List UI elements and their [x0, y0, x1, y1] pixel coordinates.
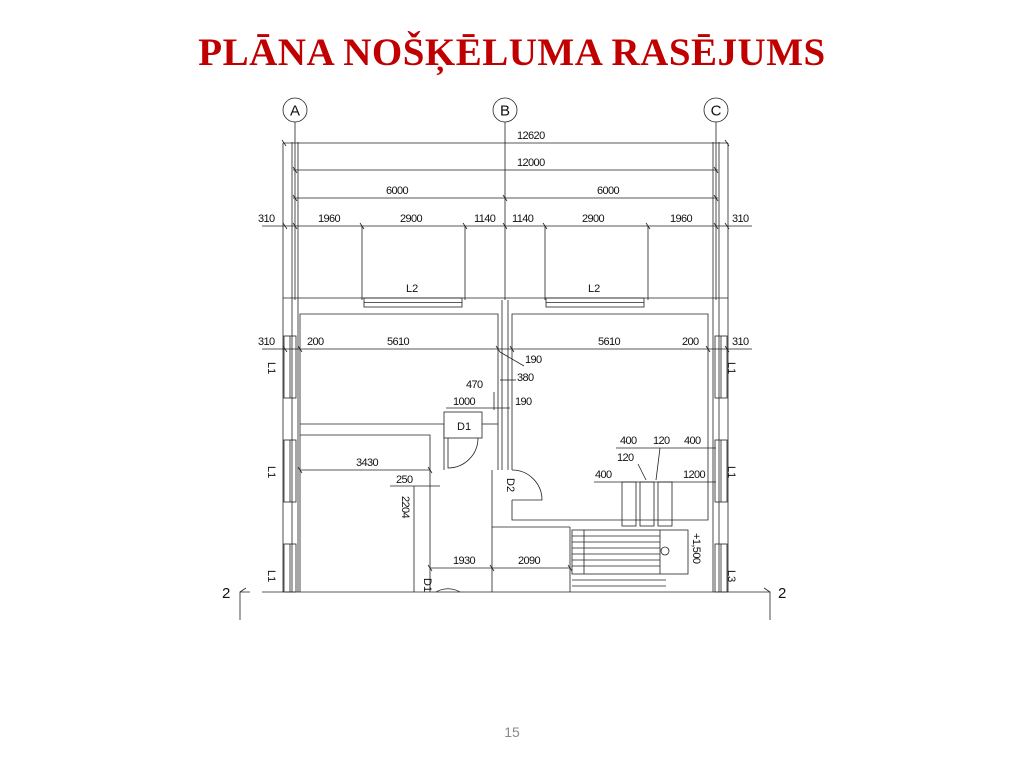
svg-text:D1: D1 — [457, 421, 471, 433]
dim-310-room-right: 310 — [732, 336, 749, 348]
dim-400-a: 400 — [620, 435, 637, 447]
dim-1960-right: 1960 — [670, 213, 693, 225]
window-l2-left: L2 — [363, 283, 463, 308]
dimension-partition-notes: 190 380 470 1000 190 — [446, 351, 543, 410]
svg-text:B: B — [500, 103, 510, 120]
dim-190-bottom: 190 — [515, 396, 532, 408]
dim-2900-left: 2900 — [400, 213, 423, 225]
axis-b-bubble: B — [492, 97, 518, 123]
window-l1-right-top: L1 — [714, 335, 737, 399]
dim-5610-left: 5610 — [387, 336, 410, 348]
dimension-chain-top-row: 310 1960 2900 1140 1140 2900 1960 310 — [258, 213, 752, 300]
dimension-chain-axes: 12000 — [292, 157, 719, 174]
dim-200-room-left: 200 — [307, 336, 324, 348]
dim-470: 470 — [466, 379, 483, 391]
dimension-chain-room-width: 310 200 5610 5610 200 310 — [258, 336, 752, 353]
staircase — [571, 529, 689, 587]
door-d1-top: D1 — [443, 411, 483, 469]
dim-6000-left: 6000 — [386, 185, 409, 197]
door-d2: D2 — [504, 469, 543, 501]
section-marker-right: 2 — [760, 585, 786, 620]
dimension-right-room-details: 400 120 400 120 400 1200 — [594, 435, 716, 483]
dim-310-left: 310 — [258, 213, 275, 225]
svg-text:2: 2 — [222, 585, 230, 602]
dim-2090: 2090 — [518, 555, 541, 567]
dim-190-top: 190 — [525, 354, 542, 366]
dim-310-right: 310 — [732, 213, 749, 225]
columns — [621, 481, 673, 527]
level-mark: +1,500 — [690, 533, 702, 564]
svg-text:L1: L1 — [265, 570, 277, 582]
page-number: 15 — [504, 724, 520, 740]
svg-text:L1: L1 — [265, 466, 277, 478]
dim-380: 380 — [517, 372, 534, 384]
dim-5610-right: 5610 — [598, 336, 621, 348]
svg-text:L3: L3 — [725, 570, 737, 582]
dim-1140-right: 1140 — [512, 213, 534, 225]
dim-12000: 12000 — [517, 157, 545, 169]
dim-2900-right: 2900 — [582, 213, 605, 225]
dimension-chain-overall: 12620 — [281, 130, 730, 147]
window-l3-right: L3 — [714, 543, 737, 593]
window-l1-left-mid: L1 — [265, 439, 297, 503]
window-l1-right-mid: L1 — [714, 439, 737, 503]
dim-400-b: 400 — [684, 435, 701, 447]
dim-120-a: 120 — [653, 435, 670, 447]
room-left-upper — [299, 313, 499, 592]
dim-250: 250 — [396, 474, 413, 486]
axis-c-bubble: C — [703, 97, 729, 123]
svg-text:L1: L1 — [265, 362, 277, 374]
axis-lines — [291, 122, 720, 592]
dim-310-room-left: 310 — [258, 336, 275, 348]
dimension-bottom-chain: 1930 2090 — [427, 555, 573, 572]
window-l1-left-bottom: L1 — [265, 543, 297, 593]
svg-text:C: C — [711, 103, 722, 120]
facade-walls — [262, 143, 760, 593]
slide-title: PLĀNA NOŠĶĒLUMA RASĒJUMS — [198, 31, 826, 74]
section-marker-left: 2 — [222, 585, 250, 620]
dim-1140-left: 1140 — [474, 213, 496, 225]
door-d1-bottom: D1 — [421, 578, 461, 593]
svg-text:L2: L2 — [588, 283, 600, 295]
axis-a-bubble: A — [282, 97, 308, 123]
svg-text:L1: L1 — [725, 466, 737, 478]
dim-3430: 3430 — [356, 457, 379, 469]
svg-text:D1: D1 — [421, 578, 433, 592]
svg-text:L1: L1 — [725, 362, 737, 374]
dim-1000: 1000 — [453, 396, 476, 408]
dim-1930: 1930 — [453, 555, 476, 567]
svg-text:D2: D2 — [504, 478, 516, 492]
dim-1200: 1200 — [683, 469, 706, 481]
svg-text:2: 2 — [778, 585, 786, 602]
dimension-lower-left-room: 3430 250 2204 — [297, 457, 440, 592]
svg-text:L2: L2 — [406, 283, 418, 295]
dim-12620: 12620 — [517, 130, 545, 142]
dim-2204: 2204 — [399, 496, 411, 519]
dimension-chain-halves: 6000 6000 — [292, 185, 719, 202]
dim-120-b: 120 — [617, 452, 634, 464]
dim-1960-left: 1960 — [318, 213, 341, 225]
room-right-upper — [511, 313, 709, 521]
dim-400-c: 400 — [595, 469, 612, 481]
window-l2-right: L2 — [545, 283, 645, 308]
partition-walls — [300, 423, 571, 592]
dim-6000-right: 6000 — [597, 185, 620, 197]
window-l1-left-top: L1 — [265, 335, 297, 399]
svg-text:A: A — [290, 103, 300, 120]
dim-200-room-right: 200 — [682, 336, 699, 348]
